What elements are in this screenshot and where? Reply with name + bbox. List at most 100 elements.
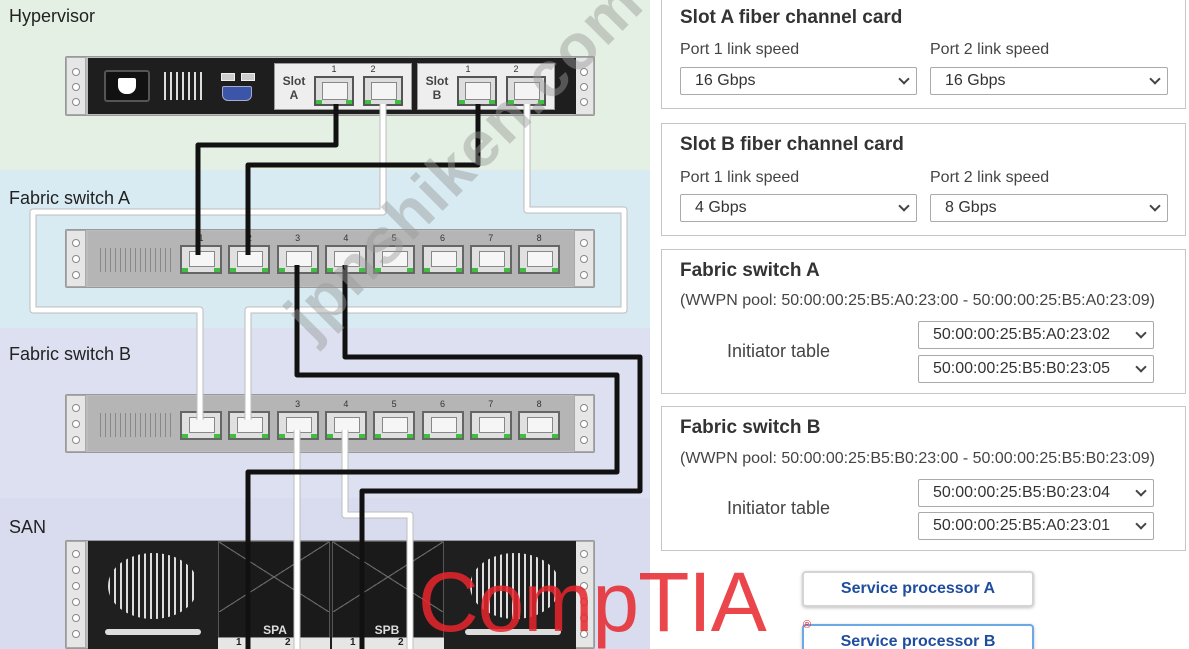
chevron-down-icon [1149, 73, 1161, 85]
hypervisor-label: Hypervisor [9, 6, 96, 26]
vent-icon [164, 72, 206, 100]
spb-port-1-number: 1 [350, 637, 356, 648]
spa-label: SPA [263, 623, 287, 637]
fabric-switch-a-title: Fabric switch A [680, 260, 820, 281]
rack-ear [66, 541, 86, 648]
slot-b-port-2-number: 2 [513, 64, 519, 74]
chevron-down-icon [1135, 327, 1147, 339]
vent-icon [100, 248, 174, 272]
fabric-switch-b-title: Fabric switch B [680, 417, 821, 438]
fabric-switch-a-wwpn-pool: (WWPN pool: 50:00:00:25:B5:A0:23:00 - 50… [680, 292, 1155, 309]
slot-a-port2-speed-select[interactable]: 16 Gbps [930, 67, 1168, 95]
fabric-switch-a-port-3-number: 3 [295, 233, 301, 243]
select-value: 50:00:00:25:B5:A0:23:02 [933, 326, 1111, 343]
slot-a-port-2-number: 2 [370, 64, 376, 74]
fabric-switch-b-port-3-number: 3 [295, 399, 301, 409]
slot-b-card-panel: Slot B fiber channel card Port 1 link sp… [661, 123, 1186, 236]
slot-a-port-1-number: 1 [331, 64, 337, 74]
fabric-switch-b-port-3[interactable] [276, 411, 319, 440]
slot-b-port2-label: Port 2 link speed [930, 169, 1050, 186]
fabric-switch-a-panel: Fabric switch A (WWPN pool: 50:00:00:25:… [661, 249, 1186, 394]
san-label: SAN [9, 517, 47, 537]
service-processor-b-button[interactable]: Service processor B [802, 624, 1034, 649]
fabric-switch-b-port-4-number: 4 [343, 399, 349, 409]
chevron-down-icon [898, 200, 910, 212]
slot-b-port1-speed-select[interactable]: 4 Gbps [680, 194, 917, 222]
fabric-switch-b-port-5[interactable] [373, 411, 416, 440]
vent-icon [100, 413, 174, 437]
chevron-down-icon [1135, 485, 1147, 497]
select-value: 4 Gbps [695, 199, 747, 216]
fabric-switch-b-port-1-number: 1 [198, 399, 204, 409]
comptia-logo: CompTIA [418, 555, 767, 649]
fabric-switch-b-port-8[interactable] [518, 411, 561, 440]
slot-a-card-panel: Slot A fiber channel card Port 1 link sp… [661, 0, 1186, 109]
slot-a-port-1[interactable] [314, 76, 354, 106]
slot-a-port2-label: Port 2 link speed [930, 41, 1050, 58]
fabric-switch-a-port-8[interactable] [518, 245, 561, 274]
registered-mark: ® [803, 619, 812, 631]
fabric-switch-b-initiator-1-select[interactable]: 50:00:00:25:B5:B0:23:04 [918, 479, 1154, 507]
spb-port-2-number: 2 [398, 637, 404, 648]
chevron-down-icon [1135, 518, 1147, 530]
rack-ear [66, 395, 86, 452]
rack-ear [66, 57, 86, 115]
chevron-down-icon [1135, 361, 1147, 373]
select-value: 50:00:00:25:B5:A0:23:01 [933, 517, 1111, 534]
fabric-switch-b-label: Fabric switch B [9, 344, 132, 364]
rack-ear [574, 230, 594, 287]
fabric-switch-a-port-6[interactable] [421, 245, 464, 274]
select-value: 50:00:00:25:B5:B0:23:05 [933, 360, 1111, 377]
service-processor-a-button[interactable]: Service processor A [802, 571, 1034, 607]
slot-a-port1-speed-select[interactable]: 16 Gbps [680, 67, 917, 95]
slot-a-card-title: Slot A fiber channel card [680, 7, 903, 28]
spb-label: SPB [374, 623, 400, 637]
fabric-switch-b-initiator-2-select[interactable]: 50:00:00:25:B5:A0:23:01 [918, 512, 1154, 540]
chevron-down-icon [898, 73, 910, 85]
fabric-switch-a-port-7-number: 7 [488, 233, 494, 243]
select-value: 16 Gbps [695, 72, 756, 89]
fabric-switch-b-port-2-number: 2 [246, 399, 252, 409]
fabric-switch-b-port-7-number: 7 [488, 399, 494, 409]
slot-b-port-1-number: 1 [465, 64, 471, 74]
fabric-switch-b-port-2[interactable] [228, 411, 271, 440]
fabric-switch-a-port-2[interactable] [228, 245, 271, 274]
fabric-switch-b-port-4[interactable] [324, 411, 367, 440]
slot-b-port2-speed-select[interactable]: 8 Gbps [930, 194, 1168, 222]
fabric-switch-a-port-1[interactable] [180, 245, 222, 274]
chevron-down-icon [1149, 200, 1161, 212]
slot-a-port-2[interactable] [363, 76, 403, 106]
rack-ear [66, 230, 86, 287]
fabric-switch-a-initiator-label: Initiator table [727, 341, 831, 361]
fabric-switch-a-initiator-2-select[interactable]: 50:00:00:25:B5:B0:23:05 [918, 355, 1154, 383]
fabric-switch-b-port-8-number: 8 [536, 399, 542, 409]
slot-b-port-1[interactable] [457, 76, 497, 106]
fabric-switch-b-panel: Fabric switch B (WWPN pool: 50:00:00:25:… [661, 406, 1186, 551]
fabric-switch-a-port-2-number: 2 [246, 233, 252, 243]
select-value: 50:00:00:25:B5:B0:23:04 [933, 484, 1111, 501]
fabric-switch-a-port-7[interactable] [469, 245, 512, 274]
fabric-switch-b-port-6-number: 6 [439, 399, 445, 409]
fan-bar [105, 629, 201, 635]
usb-port-icon [241, 73, 255, 81]
slot-a-port1-label: Port 1 link speed [680, 41, 800, 58]
topology-diagram: Hypervisor Fabric switch A Fabric switch… [0, 0, 650, 649]
fabric-switch-a-label: Fabric switch A [9, 188, 131, 208]
select-value: 8 Gbps [945, 199, 997, 216]
fabric-switch-a-initiator-1-select[interactable]: 50:00:00:25:B5:A0:23:02 [918, 321, 1154, 349]
fabric-switch-a-port-8-number: 8 [536, 233, 542, 243]
fabric-switch-b-port-6[interactable] [421, 411, 464, 440]
fabric-switch-a-port-1-number: 1 [198, 233, 204, 243]
slot-b-port1-label: Port 1 link speed [680, 169, 800, 186]
spa-port-strip [218, 637, 330, 649]
select-value: 16 Gbps [945, 72, 1006, 89]
slot-b-card-title: Slot B fiber channel card [680, 134, 904, 155]
fabric-switch-b-port-1[interactable] [180, 411, 222, 440]
usb-port-icon [221, 73, 235, 81]
fabric-switch-b-port-7[interactable] [469, 411, 512, 440]
vga-port-icon [222, 86, 252, 101]
fabric-switch-b-wwpn-pool: (WWPN pool: 50:00:00:25:B5:B0:23:00 - 50… [680, 450, 1155, 467]
power-socket-icon [104, 70, 150, 102]
